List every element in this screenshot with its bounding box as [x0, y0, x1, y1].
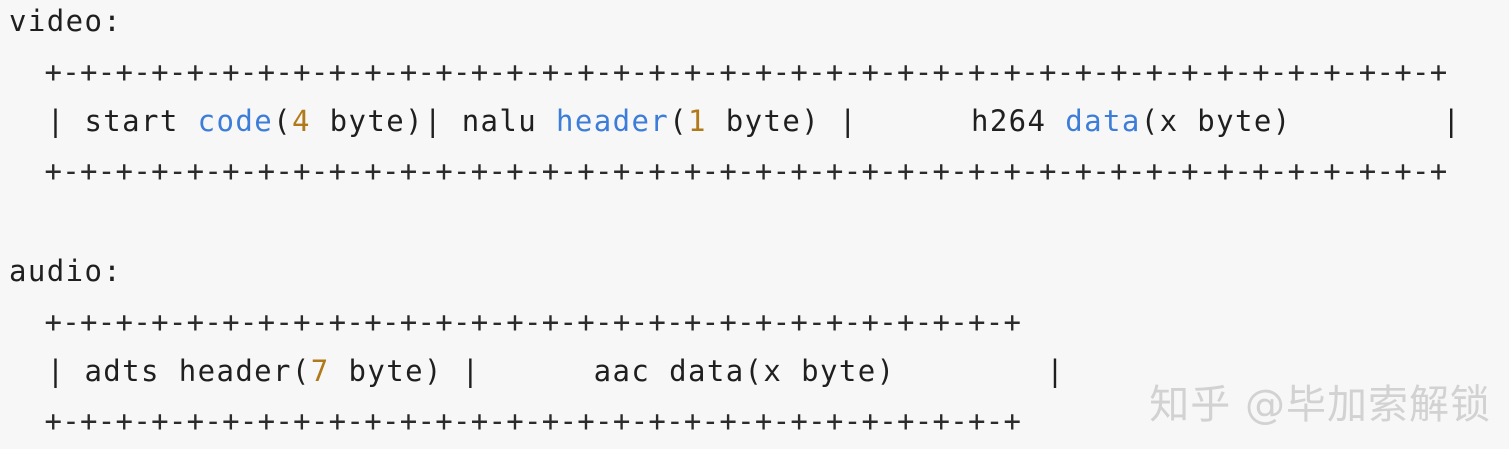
- video-row-text-4: (: [669, 104, 689, 138]
- video-row-text-3: byte)| nalu: [310, 104, 556, 138]
- audio-row-text-1: | adts header(: [9, 354, 311, 388]
- video-border-bottom: +-+-+-+-+-+-+-+-+-+-+-+-+-+-+-+-+-+-+-+-…: [9, 154, 1448, 188]
- video-row-text-2: (: [273, 104, 292, 138]
- audio-border-bottom: +-+-+-+-+-+-+-+-+-+-+-+-+-+-+-+-+-+-+-+-…: [9, 404, 1022, 438]
- audio-row-text-2: byte) | aac data(x byte) |: [329, 354, 1066, 388]
- video-border-top: +-+-+-+-+-+-+-+-+-+-+-+-+-+-+-+-+-+-+-+-…: [9, 55, 1448, 89]
- video-row-keyword-header: header: [556, 104, 670, 138]
- video-row-keyword-code: code: [197, 104, 274, 138]
- audio-row: | adts header(7 byte) | aac data(x byte)…: [9, 357, 1065, 386]
- video-label: video:: [9, 4, 123, 38]
- video-row-number-1: 1: [688, 104, 707, 138]
- audio-border-top: +-+-+-+-+-+-+-+-+-+-+-+-+-+-+-+-+-+-+-+-…: [9, 305, 1022, 339]
- audio-label: audio:: [9, 254, 123, 288]
- video-row-text-6: (x byte) |: [1140, 104, 1462, 138]
- zhihu-watermark: 知乎 @毕加索解锁: [1149, 382, 1491, 428]
- audio-row-number-7: 7: [310, 354, 330, 388]
- video-row-text-5: byte) | h264: [706, 104, 1066, 138]
- video-row-text-1: | start: [9, 104, 198, 138]
- video-row-keyword-data: data: [1065, 104, 1141, 138]
- video-row-number-4: 4: [291, 104, 311, 138]
- video-row: | start code(4 byte)| nalu header(1 byte…: [9, 107, 1461, 136]
